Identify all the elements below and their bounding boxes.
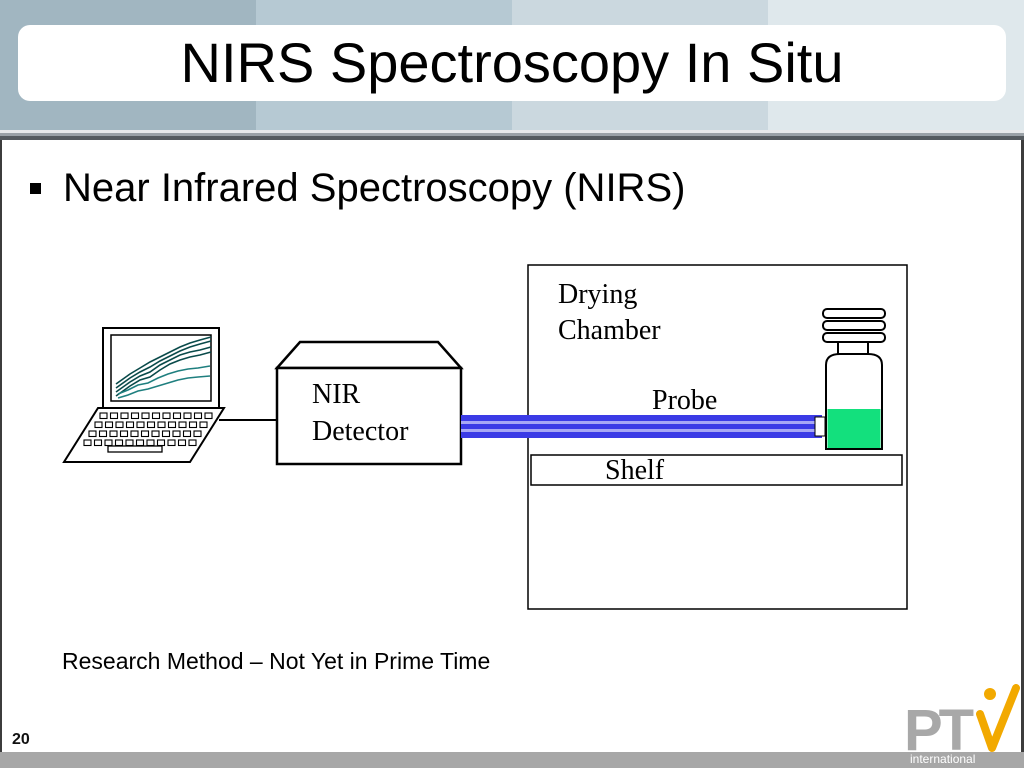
laptop-key bbox=[93, 439, 103, 447]
laptop-key bbox=[182, 430, 192, 438]
logo-subtitle: international bbox=[910, 752, 976, 766]
detector-box bbox=[275, 366, 463, 466]
bullet-text: Near Infrared Spectroscopy (NIRS) bbox=[63, 165, 686, 210]
frame-border-right bbox=[1021, 140, 1024, 752]
laptop-key bbox=[204, 412, 213, 420]
laptop-spacebar bbox=[107, 445, 163, 453]
laptop-key bbox=[188, 439, 197, 447]
laptop-key bbox=[119, 430, 129, 438]
laptop-key bbox=[135, 439, 145, 447]
laptop-key bbox=[136, 421, 145, 429]
laptop-key bbox=[167, 439, 176, 447]
laptop-key bbox=[151, 430, 160, 438]
footer-bar bbox=[0, 752, 1024, 768]
title-box: NIRS Spectroscopy In Situ bbox=[18, 25, 1006, 101]
square-bullet-icon bbox=[30, 182, 41, 194]
spectrum-trace bbox=[115, 340, 212, 389]
laptop-key bbox=[183, 412, 192, 420]
probe-tip bbox=[814, 416, 826, 437]
sample-vial bbox=[822, 308, 886, 450]
slide-title: NIRS Spectroscopy In Situ bbox=[180, 31, 844, 94]
shelf-label: Shelf bbox=[605, 455, 665, 486]
laptop-key bbox=[199, 421, 208, 429]
laptop-key bbox=[178, 421, 187, 429]
laptop-key bbox=[125, 439, 134, 447]
logo-dot-icon bbox=[984, 688, 996, 700]
probe-fiber-highlight bbox=[461, 429, 822, 432]
laptop-key bbox=[157, 421, 166, 429]
laptop-key bbox=[193, 412, 203, 420]
chamber-label-line2: Chamber bbox=[558, 315, 661, 346]
laptop-icon bbox=[62, 327, 226, 463]
pti-logo: PT bbox=[904, 684, 1020, 763]
probe-label: Probe bbox=[652, 385, 717, 416]
spectrum-trace bbox=[117, 375, 211, 399]
spectrum-trace bbox=[117, 365, 211, 395]
shelf: Shelf bbox=[530, 454, 903, 486]
laptop-key bbox=[156, 439, 166, 447]
spectrum-trace bbox=[115, 336, 212, 385]
laptop-key bbox=[120, 412, 129, 420]
logo-check-icon bbox=[976, 684, 1020, 752]
laptop-key bbox=[99, 412, 108, 420]
laptop-key bbox=[104, 439, 113, 447]
laptop-key bbox=[167, 421, 177, 429]
laptop-key bbox=[146, 421, 156, 429]
laptop-keys bbox=[83, 412, 213, 447]
laptop-key bbox=[125, 421, 135, 429]
spectra-traces bbox=[115, 336, 212, 399]
vial-liquid bbox=[827, 409, 881, 448]
laptop-key bbox=[172, 430, 181, 438]
laptop-key bbox=[130, 412, 140, 420]
laptop-key bbox=[162, 412, 171, 420]
detector-label-line1: NIR bbox=[312, 379, 361, 410]
laptop-key bbox=[109, 430, 118, 438]
vial-stopper-ring bbox=[822, 308, 886, 319]
chamber-label-line1: Drying bbox=[558, 279, 637, 310]
laptop-key bbox=[130, 430, 139, 438]
spectrum-trace bbox=[115, 346, 212, 393]
nir-detector: NIR Detector bbox=[274, 340, 464, 466]
header-rule bbox=[0, 130, 1024, 140]
slide-caption: Research Method – Not Yet in Prime Time bbox=[62, 648, 491, 674]
spectrum-trace bbox=[115, 351, 212, 397]
laptop-key bbox=[88, 430, 97, 438]
laptop-key bbox=[177, 439, 187, 447]
laptop-key bbox=[151, 412, 161, 420]
laptop-key bbox=[115, 421, 124, 429]
laptop-key bbox=[193, 430, 202, 438]
vial-stopper-ring bbox=[822, 332, 886, 343]
probe-fiber-highlight bbox=[461, 421, 822, 424]
laptop-key bbox=[172, 412, 182, 420]
laptop-key bbox=[140, 430, 150, 438]
logo-letters: PT bbox=[904, 698, 974, 763]
laptop-key bbox=[109, 412, 119, 420]
laptop-key bbox=[146, 439, 155, 447]
detector-top-face bbox=[274, 340, 464, 370]
laptop-key bbox=[141, 412, 150, 420]
probe-fiber bbox=[461, 415, 822, 438]
laptop-key bbox=[83, 439, 92, 447]
laptop-key bbox=[114, 439, 124, 447]
laptop-key bbox=[104, 421, 114, 429]
shelf-bar bbox=[530, 454, 903, 486]
page-number: 20 bbox=[12, 731, 30, 748]
vial-neck bbox=[837, 341, 869, 355]
bullet-item: Near Infrared Spectroscopy (NIRS) bbox=[30, 163, 685, 213]
laptop-key bbox=[98, 430, 108, 438]
laptop-key bbox=[188, 421, 198, 429]
vial-stopper-ring bbox=[822, 320, 886, 331]
nir-probe: Probe bbox=[461, 385, 826, 438]
frame-border-left bbox=[0, 140, 2, 752]
laptop-key bbox=[161, 430, 171, 438]
laptop-key bbox=[94, 421, 103, 429]
detector-label-line2: Detector bbox=[312, 416, 409, 447]
